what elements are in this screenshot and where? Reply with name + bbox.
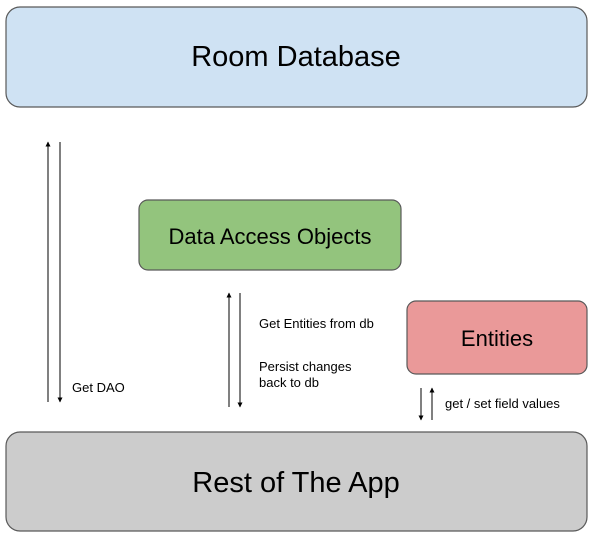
rest-of-app-label: Rest of The App bbox=[192, 467, 399, 499]
get-entities-label: Get Entities from db bbox=[259, 316, 374, 331]
persist-changes-label-line2: back to db bbox=[259, 375, 319, 390]
entities-label: Entities bbox=[461, 326, 533, 351]
persist-changes-label-line1: Persist changes bbox=[259, 359, 352, 374]
entities-box bbox=[406, 300, 588, 375]
field-values-label: get / set field values bbox=[445, 396, 560, 411]
room-database-label: Room Database bbox=[191, 41, 401, 73]
dao-label: Data Access Objects bbox=[169, 224, 372, 249]
dao-node: Data Access Objects bbox=[138, 199, 402, 271]
room-database-box bbox=[5, 6, 588, 108]
rest-of-app-node: Rest of The App bbox=[5, 431, 588, 532]
dao-box bbox=[138, 199, 402, 271]
rest-of-app-box bbox=[5, 431, 588, 532]
get-dao-label: Get DAO bbox=[72, 380, 125, 395]
entities-node: Entities bbox=[406, 300, 588, 375]
room-database-node: Room Database bbox=[5, 6, 588, 108]
